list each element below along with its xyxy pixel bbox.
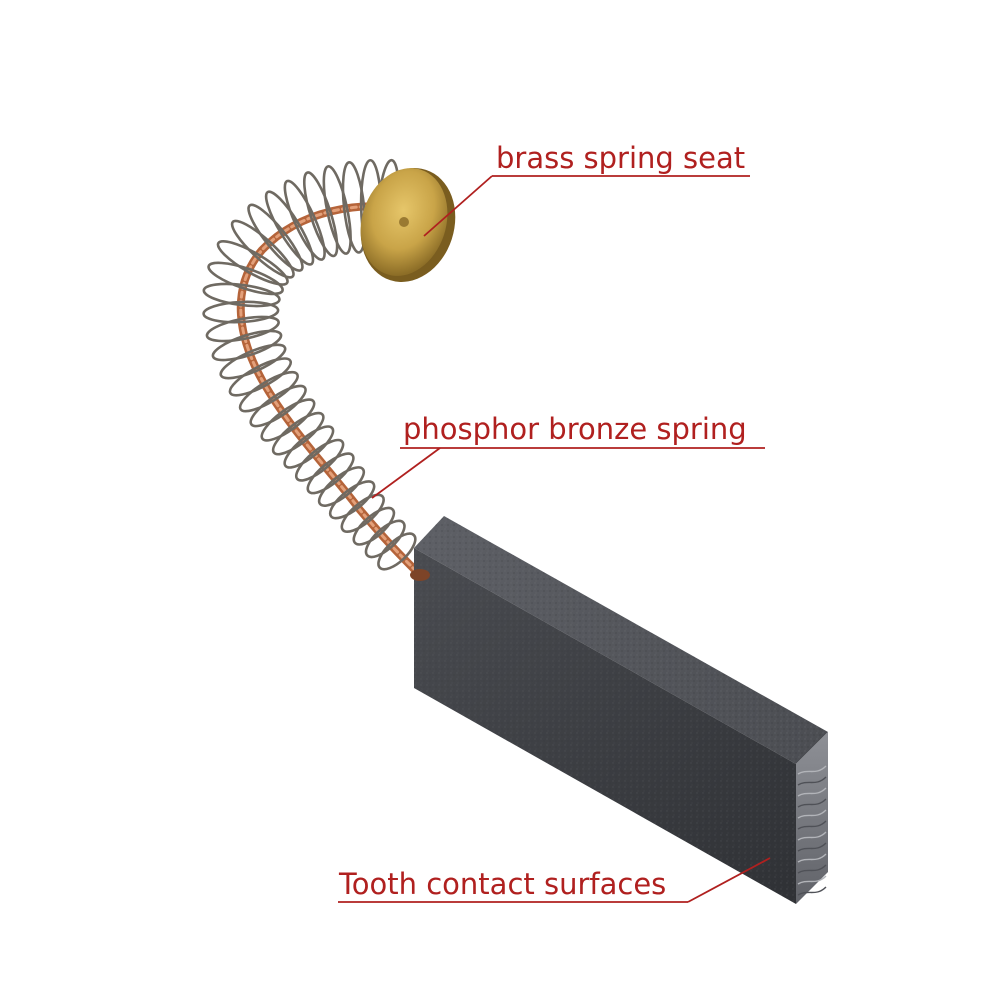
spring-coil [271, 411, 325, 456]
leader-pointer-seat [423, 175, 493, 237]
spring-coil [322, 165, 352, 255]
label-phosphor-bronze-spring: phosphor bronze spring [403, 412, 747, 446]
contact-face-line [797, 787, 827, 797]
contact-face-line [797, 776, 827, 786]
contact-face-texture [797, 765, 827, 896]
spring-coil [202, 282, 281, 308]
spring-coil [228, 357, 293, 397]
spring-coil [207, 261, 284, 296]
spring-coil [283, 425, 335, 469]
spring-coil [205, 315, 280, 343]
spring-coil [294, 438, 345, 482]
spring-coil [230, 219, 295, 279]
contact-face-line [797, 809, 827, 819]
spring-coil [216, 240, 289, 286]
brass-seat-center [399, 217, 409, 227]
leader-lines [338, 175, 771, 903]
contact-face-line [797, 798, 827, 808]
lead-entry [410, 569, 430, 581]
label-tooth-contact-surfaces: Tooth contact surfaces [338, 867, 666, 901]
contact-face-line [797, 853, 827, 863]
contact-face-line [797, 875, 827, 885]
spring-coil [283, 179, 326, 261]
contact-face-line [797, 831, 827, 841]
spring-coil [238, 370, 299, 413]
spring-coil [260, 398, 316, 442]
contact-face-line [797, 765, 827, 775]
label-brass-spring-seat: brass spring seat [496, 141, 745, 175]
brass-disc-icon [360, 168, 456, 282]
spring-coil [306, 452, 355, 495]
spring-coil [364, 519, 406, 559]
contact-face-line [797, 842, 827, 852]
spring-coil [317, 466, 366, 507]
coil-spring-icon [202, 158, 417, 571]
spring-coil [249, 384, 307, 428]
leader-pointer-contact [687, 857, 771, 903]
spring-coil [302, 171, 339, 258]
spring-coil [352, 506, 396, 546]
carbon-block-icon [410, 516, 828, 904]
contact-face-line [797, 820, 827, 830]
spring-coil [211, 329, 283, 362]
spring-coil [341, 161, 367, 254]
spring-coil [219, 343, 287, 380]
carbon-contact-face [796, 732, 828, 904]
spring-coil [377, 532, 417, 571]
spring-coil [264, 190, 315, 266]
spring-coil [340, 493, 385, 533]
copper-lead [236, 202, 424, 579]
contact-face-line [797, 886, 827, 896]
spring-coil [202, 300, 280, 324]
copper-lead-highlight [239, 204, 422, 577]
spring-coil [247, 203, 304, 272]
leader-pointer-spring [371, 447, 441, 499]
spring-coil [328, 480, 376, 520]
contact-face-line [797, 864, 827, 874]
